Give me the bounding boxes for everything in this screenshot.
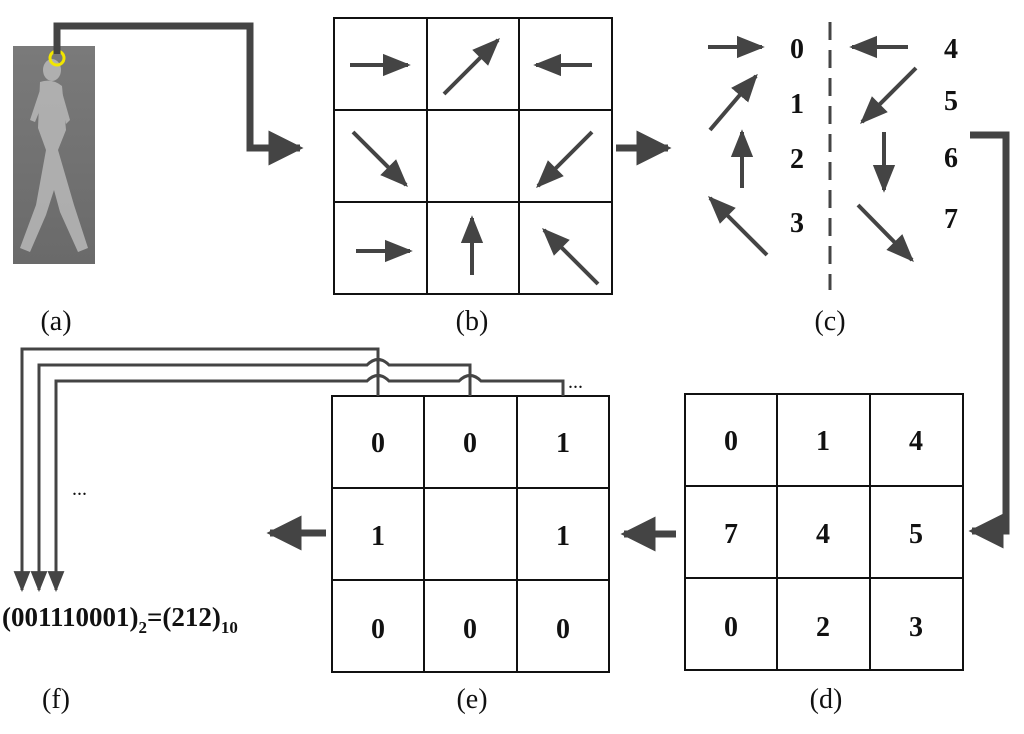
f-decimal-subscript: 10 — [221, 618, 238, 637]
panel-d-values: 0 1 4 7 4 5 0 2 3 — [724, 426, 923, 643]
label-b: (b) — [456, 306, 489, 337]
e-cell: 0 — [556, 614, 570, 645]
f-ellipsis: ... — [72, 478, 87, 500]
code-5-arrow-icon — [860, 66, 918, 124]
code-label-7: 7 — [944, 204, 958, 235]
label-d: (d) — [810, 684, 843, 715]
f-binary: (001110001) — [2, 602, 139, 632]
arrow-northeast-icon — [442, 38, 500, 96]
e-cell: 0 — [371, 614, 385, 645]
f-result: (001110001)2=(212)10 — [2, 602, 238, 637]
panel-a-image — [13, 46, 95, 264]
d-cell: 2 — [816, 612, 830, 643]
wire-cell-2 — [30, 358, 472, 593]
arrow-northwest-icon — [542, 228, 600, 286]
arrow-southeast-icon — [351, 130, 408, 187]
panel-c-codes: 0 1 2 3 4 5 6 7 — [790, 34, 958, 239]
e-cell: 1 — [371, 521, 385, 552]
arrow-southwest-icon — [536, 130, 594, 188]
d-cell: 0 — [724, 426, 738, 457]
wire-cell-1 — [13, 347, 380, 593]
panel-b-grid — [333, 17, 613, 295]
connector-c-to-d — [968, 131, 1010, 549]
d-cell: 5 — [909, 519, 923, 550]
panel-c-arrows — [708, 35, 918, 262]
d-cell: 4 — [816, 519, 830, 550]
code-label-3: 3 — [790, 208, 804, 239]
f-equals: = — [147, 602, 162, 632]
d-cell: 1 — [816, 426, 830, 457]
code-label-0: 0 — [790, 34, 804, 65]
e-cell: 1 — [556, 521, 570, 552]
d-cell: 7 — [724, 519, 738, 550]
f-binary-subscript: 2 — [139, 618, 148, 637]
panel-e-values: 0 0 1 1 1 0 0 0 — [371, 428, 570, 645]
code-label-1: 1 — [790, 89, 804, 120]
label-e: (e) — [456, 684, 487, 715]
label-a: (a) — [40, 306, 71, 337]
code-7-arrow-icon — [856, 203, 914, 262]
panel-d-grid — [684, 393, 964, 671]
e-cell: 0 — [463, 428, 477, 459]
panel-e-wires — [13, 347, 565, 593]
code-label-2: 2 — [790, 144, 804, 175]
d-cell: 4 — [909, 426, 923, 457]
e-cell: 0 — [371, 428, 385, 459]
code-1-arrow-icon — [708, 73, 758, 132]
e-cell: 0 — [463, 614, 477, 645]
d-cell: 3 — [909, 612, 923, 643]
wire-ellipsis: ... — [568, 371, 583, 393]
code-label-6: 6 — [944, 143, 958, 174]
label-c: (c) — [814, 306, 845, 337]
code-label-4: 4 — [944, 34, 958, 65]
code-label-5: 5 — [944, 86, 958, 117]
panel-b-arrows — [350, 38, 600, 286]
wire-cell-3 — [47, 374, 565, 593]
e-cell: 1 — [556, 428, 570, 459]
connector-a-to-b — [53, 22, 304, 166]
f-decimal: (212) — [162, 602, 220, 632]
label-f: (f) — [42, 684, 70, 715]
panel-labels: (a) (b) (c) (d) (e) (f) — [40, 306, 845, 715]
code-3-arrow-icon — [708, 196, 769, 257]
d-cell: 0 — [724, 612, 738, 643]
